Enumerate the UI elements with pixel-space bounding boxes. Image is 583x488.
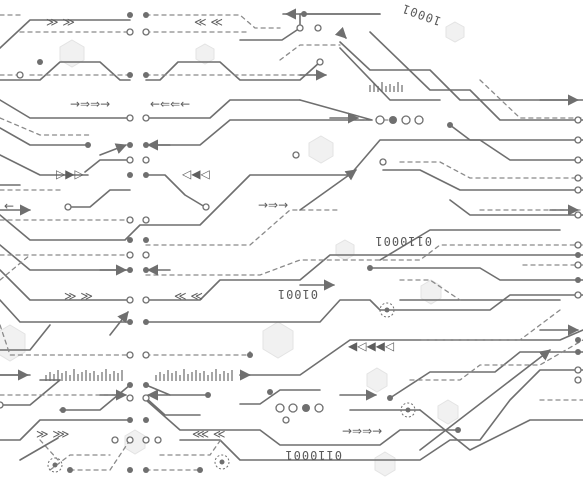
hexagon-decorations [0,21,465,477]
center-connectors [126,12,150,473]
barcode-left [45,369,123,381]
target-rings [47,302,416,473]
svg-text:◀◁◀◀◁: ◀◁◀◀◁ [348,339,394,353]
svg-text:→⇒→: →⇒→ [258,198,288,212]
svg-text:←: ← [4,199,14,213]
binary-label-small: 01001 [277,287,318,301]
svg-text:≫ ≫: ≫ ≫ [46,15,75,29]
svg-text:⋘ ≪: ⋘ ≪ [192,427,225,441]
arrow-lines [0,8,580,461]
svg-text:≫ ⋙: ≫ ⋙ [36,427,69,441]
svg-text:≫ ≫: ≫ ≫ [64,289,93,303]
svg-text:≪ ≪: ≪ ≪ [174,289,203,303]
chevron-glyphs: ≫ ≫ ≪ ≪ →⇒⇒→ ←⇐⇐← ▷▶▷ ◁◀◁ ← →⇒→ ≫ ≫ ≪ ≪ … [4,15,394,441]
svg-text:◁◀◁: ◁◀◁ [181,167,210,181]
svg-text:←⇐⇐←: ←⇐⇐← [150,97,190,111]
terminal-nodes [0,11,582,473]
svg-text:→⇒⇒→: →⇒⇒→ [70,97,110,111]
pad-row-top [375,115,424,125]
binary-label-bottom: 0110001 [284,448,342,462]
pad-row-bottom [275,403,324,413]
barcode-glyphs [369,82,403,92]
binary-label-top: 10001 [400,1,443,28]
binary-label-mid: 0110001 [374,234,432,248]
solid-traces [0,13,583,461]
svg-text:▷▶▷: ▷▶▷ [56,167,84,181]
dashed-traces [0,14,583,471]
svg-text:≪ ≪: ≪ ≪ [194,15,223,29]
svg-text:→⇒⇒→: →⇒⇒→ [342,424,382,438]
barcode-right [155,369,233,381]
